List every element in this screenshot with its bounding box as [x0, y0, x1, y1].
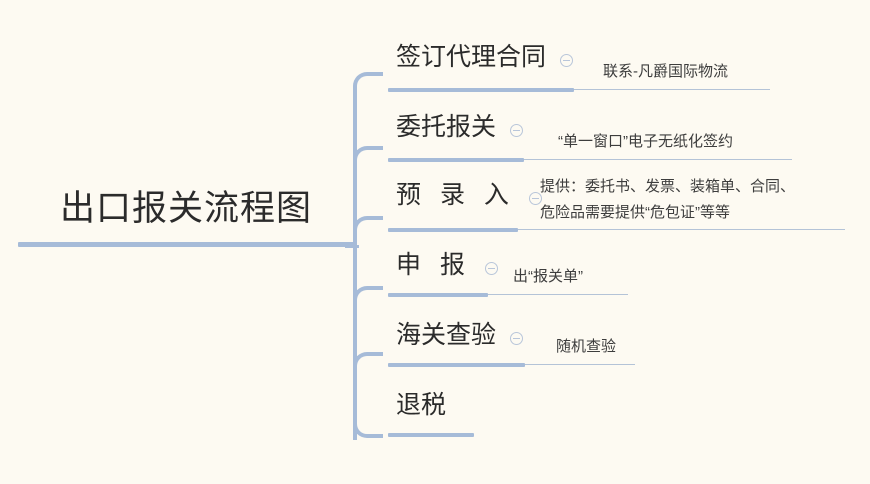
branch-spine: [353, 92, 357, 440]
child-node-4-1-label: 出“报关单”: [513, 268, 583, 285]
branch-node-4[interactable]: 申 报: [388, 248, 504, 284]
branch-node-5-label: 海关查验: [396, 321, 497, 349]
child-node-2-1-label: “单一窗口”电子无纸化签约: [558, 133, 733, 150]
branch-node-6-underline: [388, 433, 474, 437]
branch-node-6[interactable]: 退税: [388, 388, 446, 424]
child-node-2-1-underline: [524, 159, 792, 161]
root-connector-stub: [345, 245, 359, 248]
child-node-4-1[interactable]: 出“报关单”: [513, 265, 583, 291]
child-node-5-1[interactable]: 随机查验: [556, 335, 616, 361]
branch-elbow-2: [353, 146, 383, 168]
branch-elbow-6: [353, 416, 383, 438]
branch-node-1-underline: [388, 88, 574, 92]
branch-node-4-underline: [388, 293, 488, 297]
branch-elbow-5: [353, 352, 383, 374]
child-node-4-1-underline: [488, 294, 628, 296]
child-node-2-1[interactable]: “单一窗口”电子无纸化签约: [558, 130, 733, 156]
branch-node-3[interactable]: 预 录 入: [388, 178, 548, 214]
child-node-3-1-line-2: 危险品需要提供“危包证”等等: [540, 204, 730, 221]
child-node-1-1-label: 联系-凡爵国际物流: [603, 63, 728, 80]
branch-node-3-label: 预 录 入: [396, 181, 515, 209]
root-node-underline: [18, 242, 354, 247]
branch-elbow-4: [353, 286, 383, 308]
child-node-1-1[interactable]: 联系-凡爵国际物流: [603, 60, 728, 86]
branch-elbow-3: [353, 216, 383, 238]
child-node-3-1[interactable]: 提供：委托书、发票、装箱单、合同、 危险品需要提供“危包证”等等: [540, 175, 795, 227]
branch-node-5-underline: [388, 363, 525, 367]
branch-node-1[interactable]: 签订代理合同: [388, 40, 579, 76]
branch-elbow-1: [353, 72, 383, 94]
child-node-3-1-line-1: 提供：委托书、发票、装箱单、合同、: [540, 178, 796, 195]
branch-node-5[interactable]: 海关查验: [388, 318, 529, 354]
branch-node-2-underline: [388, 158, 524, 162]
branch-node-2-label: 委托报关: [396, 113, 497, 141]
child-node-1-1-underline: [574, 89, 770, 91]
minus-circle-icon[interactable]: [510, 124, 524, 137]
root-node-label: 出口报关流程图: [59, 189, 312, 228]
branch-node-1-label: 签订代理合同: [396, 43, 547, 71]
branch-node-6-label: 退税: [396, 391, 447, 419]
minus-circle-icon[interactable]: [510, 332, 524, 345]
branch-node-2[interactable]: 委托报关: [388, 110, 529, 146]
minus-circle-icon[interactable]: [560, 54, 574, 67]
branch-node-3-underline: [388, 228, 518, 232]
child-node-3-1-underline: [518, 229, 845, 231]
branch-node-4-label: 申 报: [396, 251, 471, 279]
minus-circle-icon[interactable]: [528, 192, 542, 205]
root-node[interactable]: 出口报关流程图: [18, 185, 354, 247]
child-node-5-1-underline: [525, 364, 635, 366]
child-node-5-1-label: 随机查验: [556, 338, 617, 355]
minus-circle-icon[interactable]: [484, 262, 498, 275]
